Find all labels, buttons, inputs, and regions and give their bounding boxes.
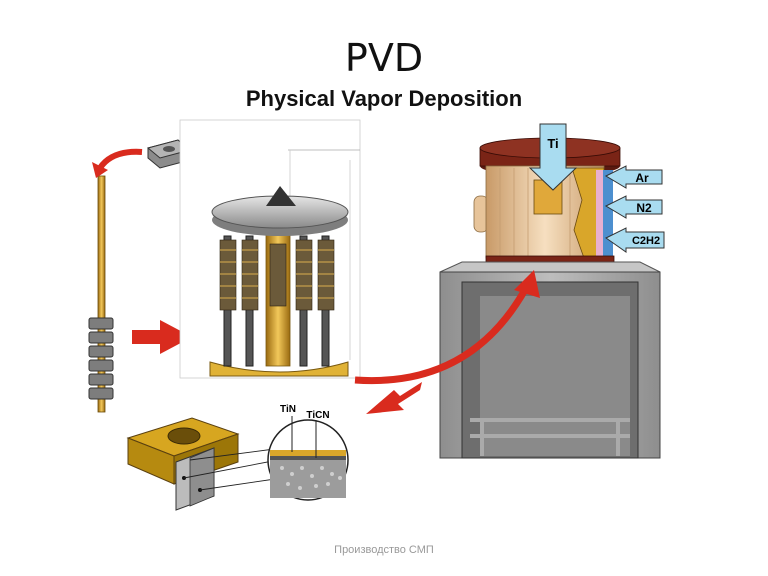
furnace (439, 261, 661, 459)
arrow-to-fixture (132, 320, 192, 354)
coated-insert (126, 417, 283, 511)
gas-inlets: Ar N2 C2H2 (604, 165, 665, 253)
gas-label-n2: N2 (636, 201, 652, 215)
gas-arrow-c2h2 (605, 227, 665, 253)
gas-label-c2h2: C2H2 (632, 235, 660, 247)
gas-arrow-ar (604, 165, 663, 189)
arrow-to-chamber (354, 270, 540, 385)
slide-footer: Производство СМП (334, 544, 434, 556)
ti-label: Ti (547, 136, 558, 151)
slide-subtitle: Physical Vapor Deposition (245, 86, 523, 111)
gas-arrow-n2 (604, 195, 663, 219)
carousel-fixture (179, 119, 361, 379)
ti-source-arrow: Ti (528, 123, 578, 191)
tin-label: TiN (280, 404, 296, 415)
gas-label-ar: Ar (635, 171, 649, 185)
ticn-label: TiCN (306, 410, 329, 421)
single-insert (146, 139, 192, 169)
slide-title: PVD (344, 36, 424, 80)
coating-layers-zoom: TiN TiCN (267, 404, 349, 501)
curved-arrow-to-rod (97, 148, 143, 170)
insert-rod (88, 175, 114, 413)
arrow-to-coated-insert (366, 382, 422, 414)
